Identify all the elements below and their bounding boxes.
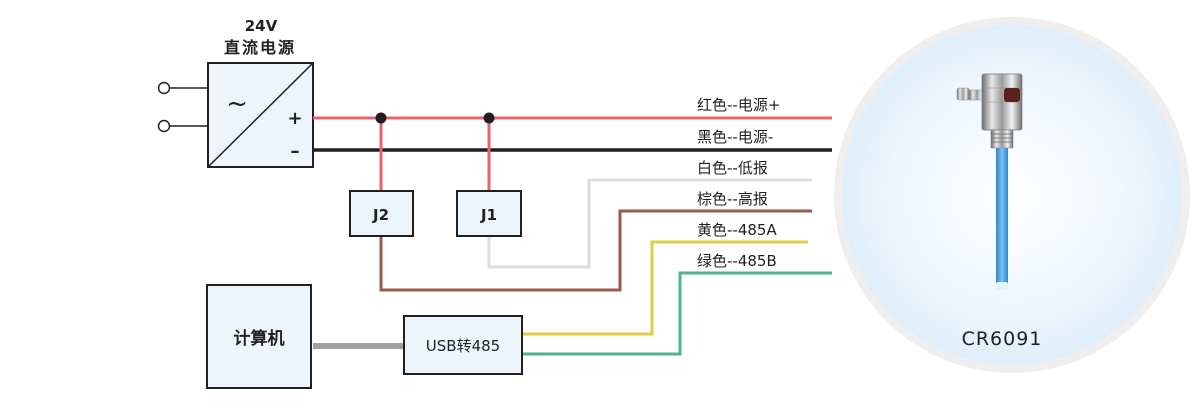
wire-green — [522, 271, 832, 356]
relay-j2-box — [349, 190, 414, 237]
power-supply-diagonal — [207, 62, 314, 168]
sensor-model-label: CR6091 — [962, 328, 1043, 350]
relay-j2: J2 — [349, 190, 414, 237]
wire-brown — [379, 209, 812, 292]
relay-j1: J1 — [456, 190, 522, 237]
wire-label-red: 红色--电源+ — [697, 96, 780, 114]
junction-dot-icon — [483, 112, 495, 124]
wire-label-white: 白色--低报 — [697, 159, 768, 177]
computer-box — [206, 284, 312, 389]
probe-rod — [996, 148, 1008, 288]
ac-symbol: ~ — [226, 89, 248, 119]
wire-yellow — [522, 240, 808, 336]
wire-label-brown: 棕色--高报 — [697, 190, 768, 208]
junction-dot-icon — [375, 112, 387, 124]
converter-box — [403, 315, 523, 375]
computer-label: 计算机 — [234, 328, 285, 349]
relay-j1-box — [456, 190, 522, 237]
wire-label-yellow: 黄色--485A — [697, 221, 777, 239]
ac-terminal-icon — [157, 119, 171, 133]
computer: 计算机 — [206, 284, 312, 389]
wire-white — [487, 178, 812, 269]
wire-label-black: 黑色--电源- — [697, 128, 773, 146]
power-supply: 24V 直流电源 ~ + – — [157, 17, 314, 168]
converter-label: USB转485 — [426, 337, 500, 355]
wire-label-green: 绿色--485B — [697, 252, 777, 270]
wires — [313, 112, 832, 356]
relay-j1-label: J1 — [480, 206, 497, 224]
wire-labels: 红色--电源+ 黑色--电源- 白色--低报 棕色--高报 黄色--485A 绿… — [697, 96, 780, 270]
usb-485-converter: USB转485 — [403, 315, 523, 375]
ac-terminal-icon — [157, 81, 171, 95]
sensor-circle — [842, 25, 1182, 365]
minus-terminal-label: – — [291, 141, 300, 162]
power-supply-title: 直流电源 — [224, 38, 296, 57]
relay-j2-label: J2 — [372, 206, 389, 224]
sensor-panel: CR6091 — [834, 17, 1190, 373]
plus-terminal-label: + — [287, 108, 302, 129]
power-supply-voltage: 24V — [245, 17, 278, 35]
sensor-image — [956, 73, 1023, 290]
